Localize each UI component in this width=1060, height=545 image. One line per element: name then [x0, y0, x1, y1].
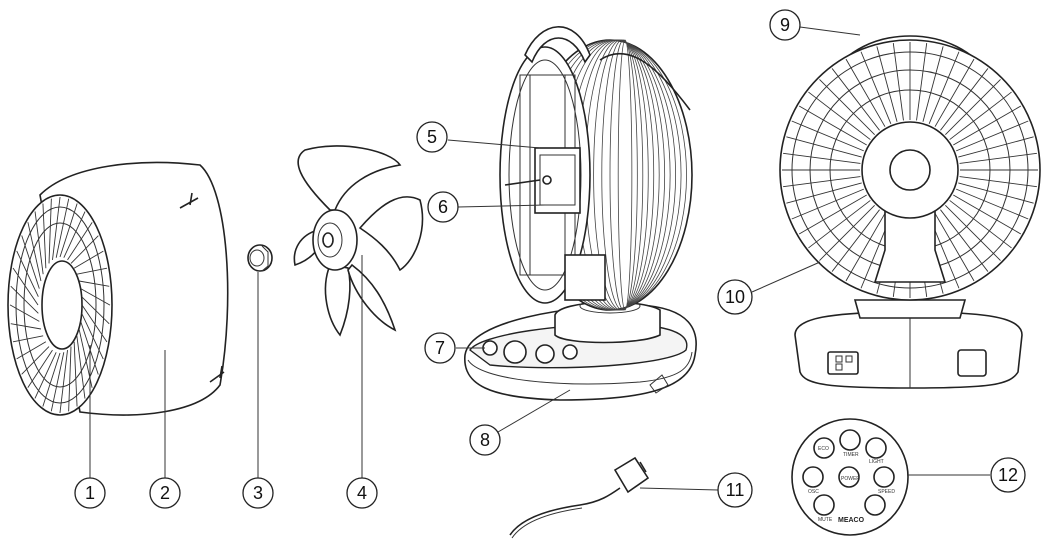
callout-11: 11 — [717, 472, 753, 508]
callout-4: 4 — [346, 477, 378, 509]
callout-6: 6 — [427, 191, 459, 223]
svg-text:POWER: POWER — [841, 476, 860, 482]
timer-button — [839, 429, 861, 451]
callout-3: 3 — [242, 477, 274, 509]
callout-5: 5 — [416, 121, 448, 153]
power-adapter-cable — [509, 456, 650, 539]
blade-cap-nut — [247, 244, 273, 272]
fan-assembly-rear — [779, 35, 1041, 389]
mute-button — [813, 494, 835, 516]
callout-7: 7 — [424, 332, 456, 364]
power-button — [838, 466, 860, 488]
svg-text:5: 5 — [427, 127, 437, 147]
svg-text:OSC: OSC — [808, 489, 819, 495]
eco-button — [813, 437, 835, 459]
svg-text:11: 11 — [726, 480, 745, 500]
callout-9: 9 — [769, 9, 801, 41]
svg-text:4: 4 — [357, 483, 367, 503]
svg-text:SPEED: SPEED — [878, 489, 895, 495]
callout-12: 12 — [990, 457, 1026, 493]
svg-text:8: 8 — [480, 430, 490, 450]
callout-1: 1 — [74, 477, 106, 509]
svg-text:3: 3 — [253, 483, 263, 503]
svg-text:2: 2 — [160, 483, 170, 503]
svg-text:LIGHT: LIGHT — [869, 459, 884, 465]
svg-text:10: 10 — [725, 287, 745, 307]
svg-text:1: 1 — [85, 483, 95, 503]
fan-assembly-side — [464, 26, 697, 401]
callout-10: 10 — [717, 279, 753, 315]
svg-text:TIMER: TIMER — [843, 452, 859, 458]
light-button — [865, 437, 887, 459]
speed-up-button — [873, 466, 895, 488]
svg-text:7: 7 — [435, 338, 445, 358]
leader-lines — [89, 26, 990, 491]
remote-brand-logo: MEACO — [838, 517, 865, 524]
svg-text:MUTE: MUTE — [818, 517, 833, 523]
svg-text:12: 12 — [998, 465, 1018, 485]
svg-text:9: 9 — [780, 15, 790, 35]
callout-2: 2 — [149, 477, 181, 509]
svg-text:6: 6 — [438, 197, 448, 217]
speed-down-button — [864, 494, 886, 516]
oscillation-button — [802, 466, 824, 488]
callout-8: 8 — [469, 424, 501, 456]
front-grille-housing — [7, 161, 229, 416]
remote-control: ECO TIMER LIGHT OSC POWER SPEED MUTE MEA… — [791, 418, 909, 536]
svg-text:ECO: ECO — [818, 446, 829, 452]
fan-blade — [293, 145, 424, 337]
